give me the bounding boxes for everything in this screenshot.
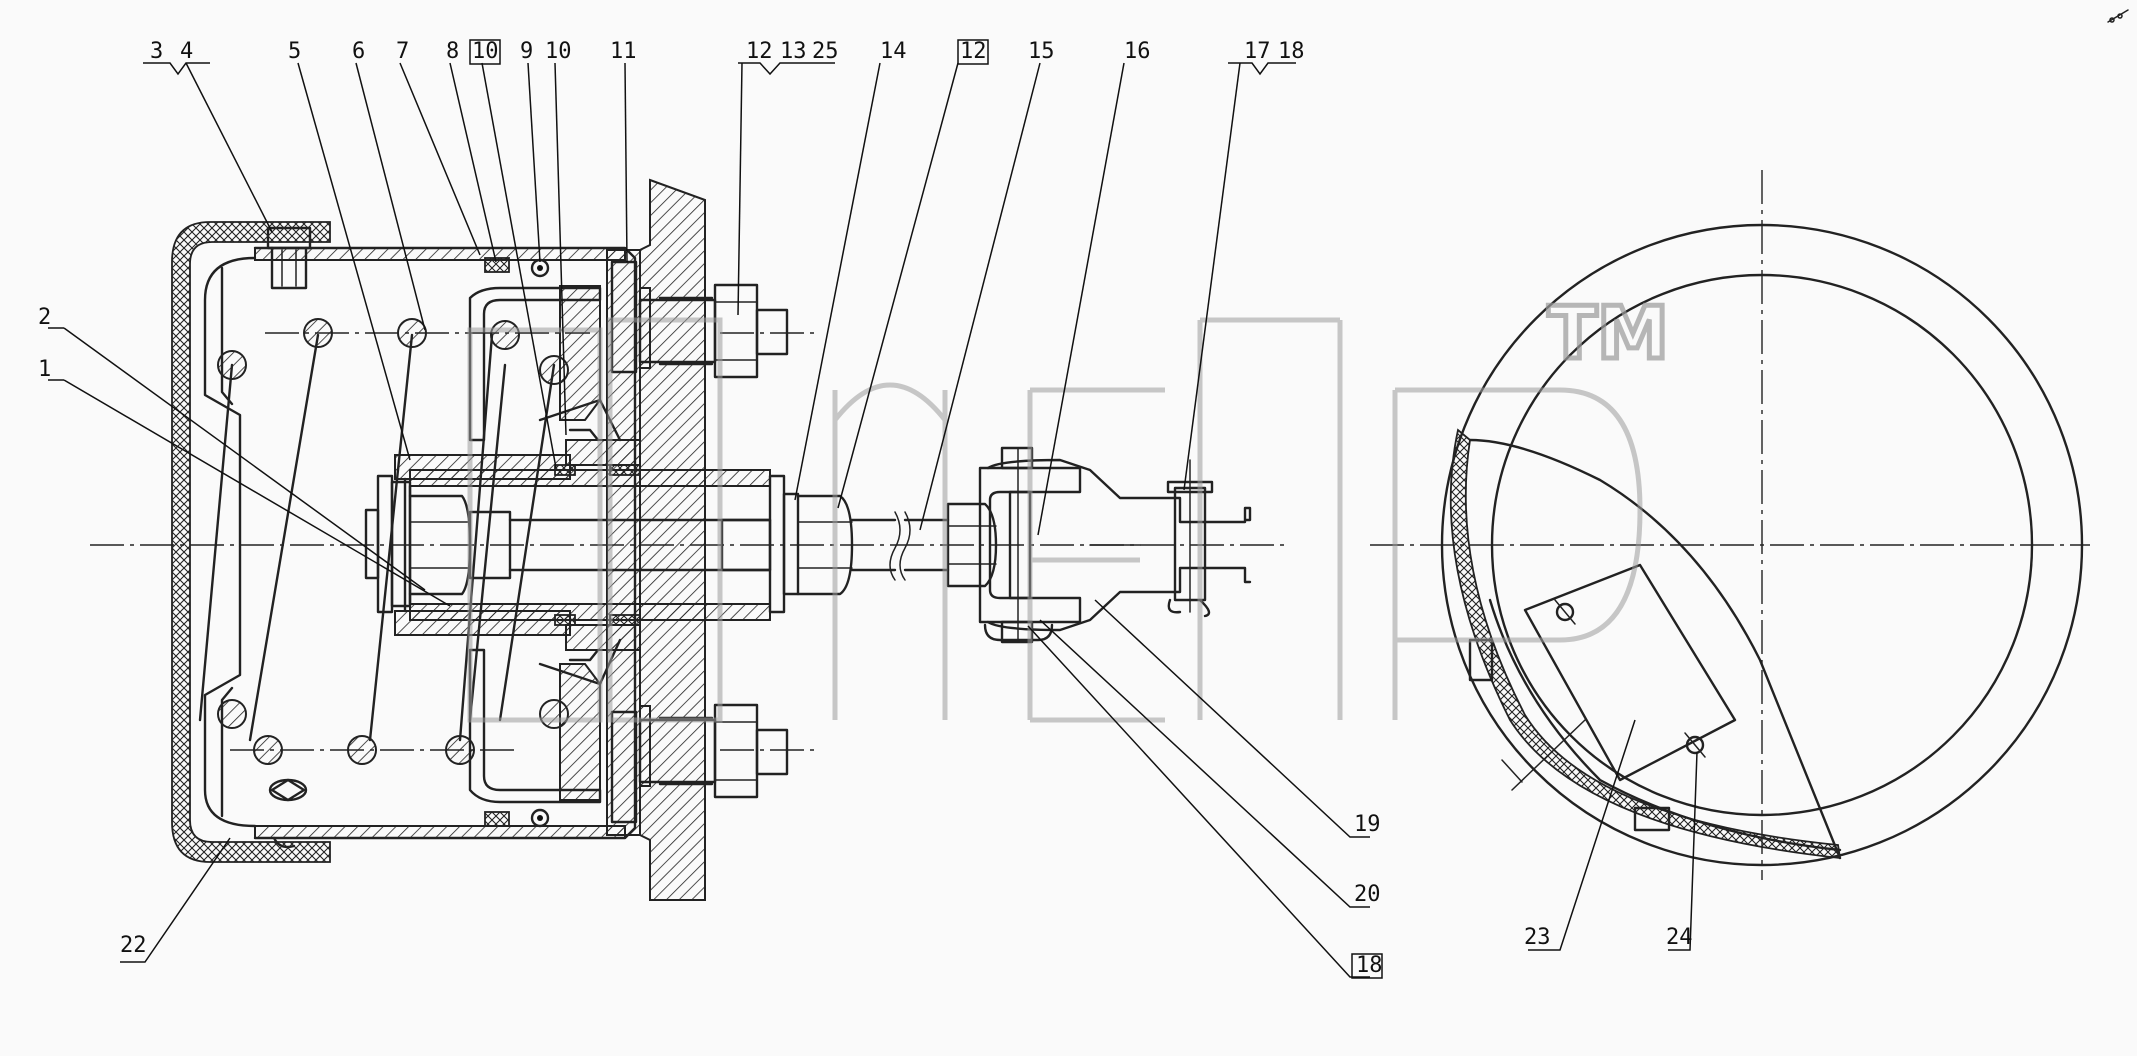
callout-7: 7 [396, 39, 409, 64]
callout-15: 15 [1028, 39, 1055, 64]
callout-22: 22 [120, 933, 147, 958]
callout-1: 1 [38, 357, 51, 382]
callout-14: 14 [880, 39, 907, 64]
return-spring [198, 318, 569, 765]
callout-17: 17 [1244, 39, 1271, 64]
callout-23: 23 [1524, 925, 1551, 950]
callout-11: 11 [610, 39, 637, 64]
callout-12: 12 [746, 39, 773, 64]
chamber-section-view [171, 221, 998, 863]
watermark-tm: TM [1548, 291, 1669, 375]
callout-2: 2 [38, 305, 51, 330]
callout-16: 16 [1124, 39, 1151, 64]
callout-4: 4 [180, 39, 193, 64]
callout-labels: 3 4 5 6 7 8 10 9 10 11 12 13 25 14 12 15… [38, 39, 1693, 979]
mounting-bracket [638, 178, 789, 901]
callout-13: 13 [780, 39, 807, 64]
callout-10-boxed: 10 [472, 39, 499, 64]
callout-18: 18 [1278, 39, 1305, 64]
callout-19: 19 [1354, 812, 1381, 837]
callout-6: 6 [352, 39, 365, 64]
callout-20: 20 [1354, 882, 1381, 907]
callout-3: 3 [150, 39, 163, 64]
leader-lines [48, 62, 1698, 978]
callout-12-boxed: 12 [960, 39, 987, 64]
callout-10: 10 [545, 39, 572, 64]
callout-24: 24 [1666, 925, 1693, 950]
watermark-logo: TM [467, 289, 1671, 723]
callout-25: 25 [812, 39, 839, 64]
callout-5: 5 [288, 39, 301, 64]
callout-8: 8 [446, 39, 459, 64]
callout-9: 9 [520, 39, 533, 64]
callout-18-boxed: 18 [1356, 953, 1383, 978]
corner-mark [2107, 9, 2129, 23]
